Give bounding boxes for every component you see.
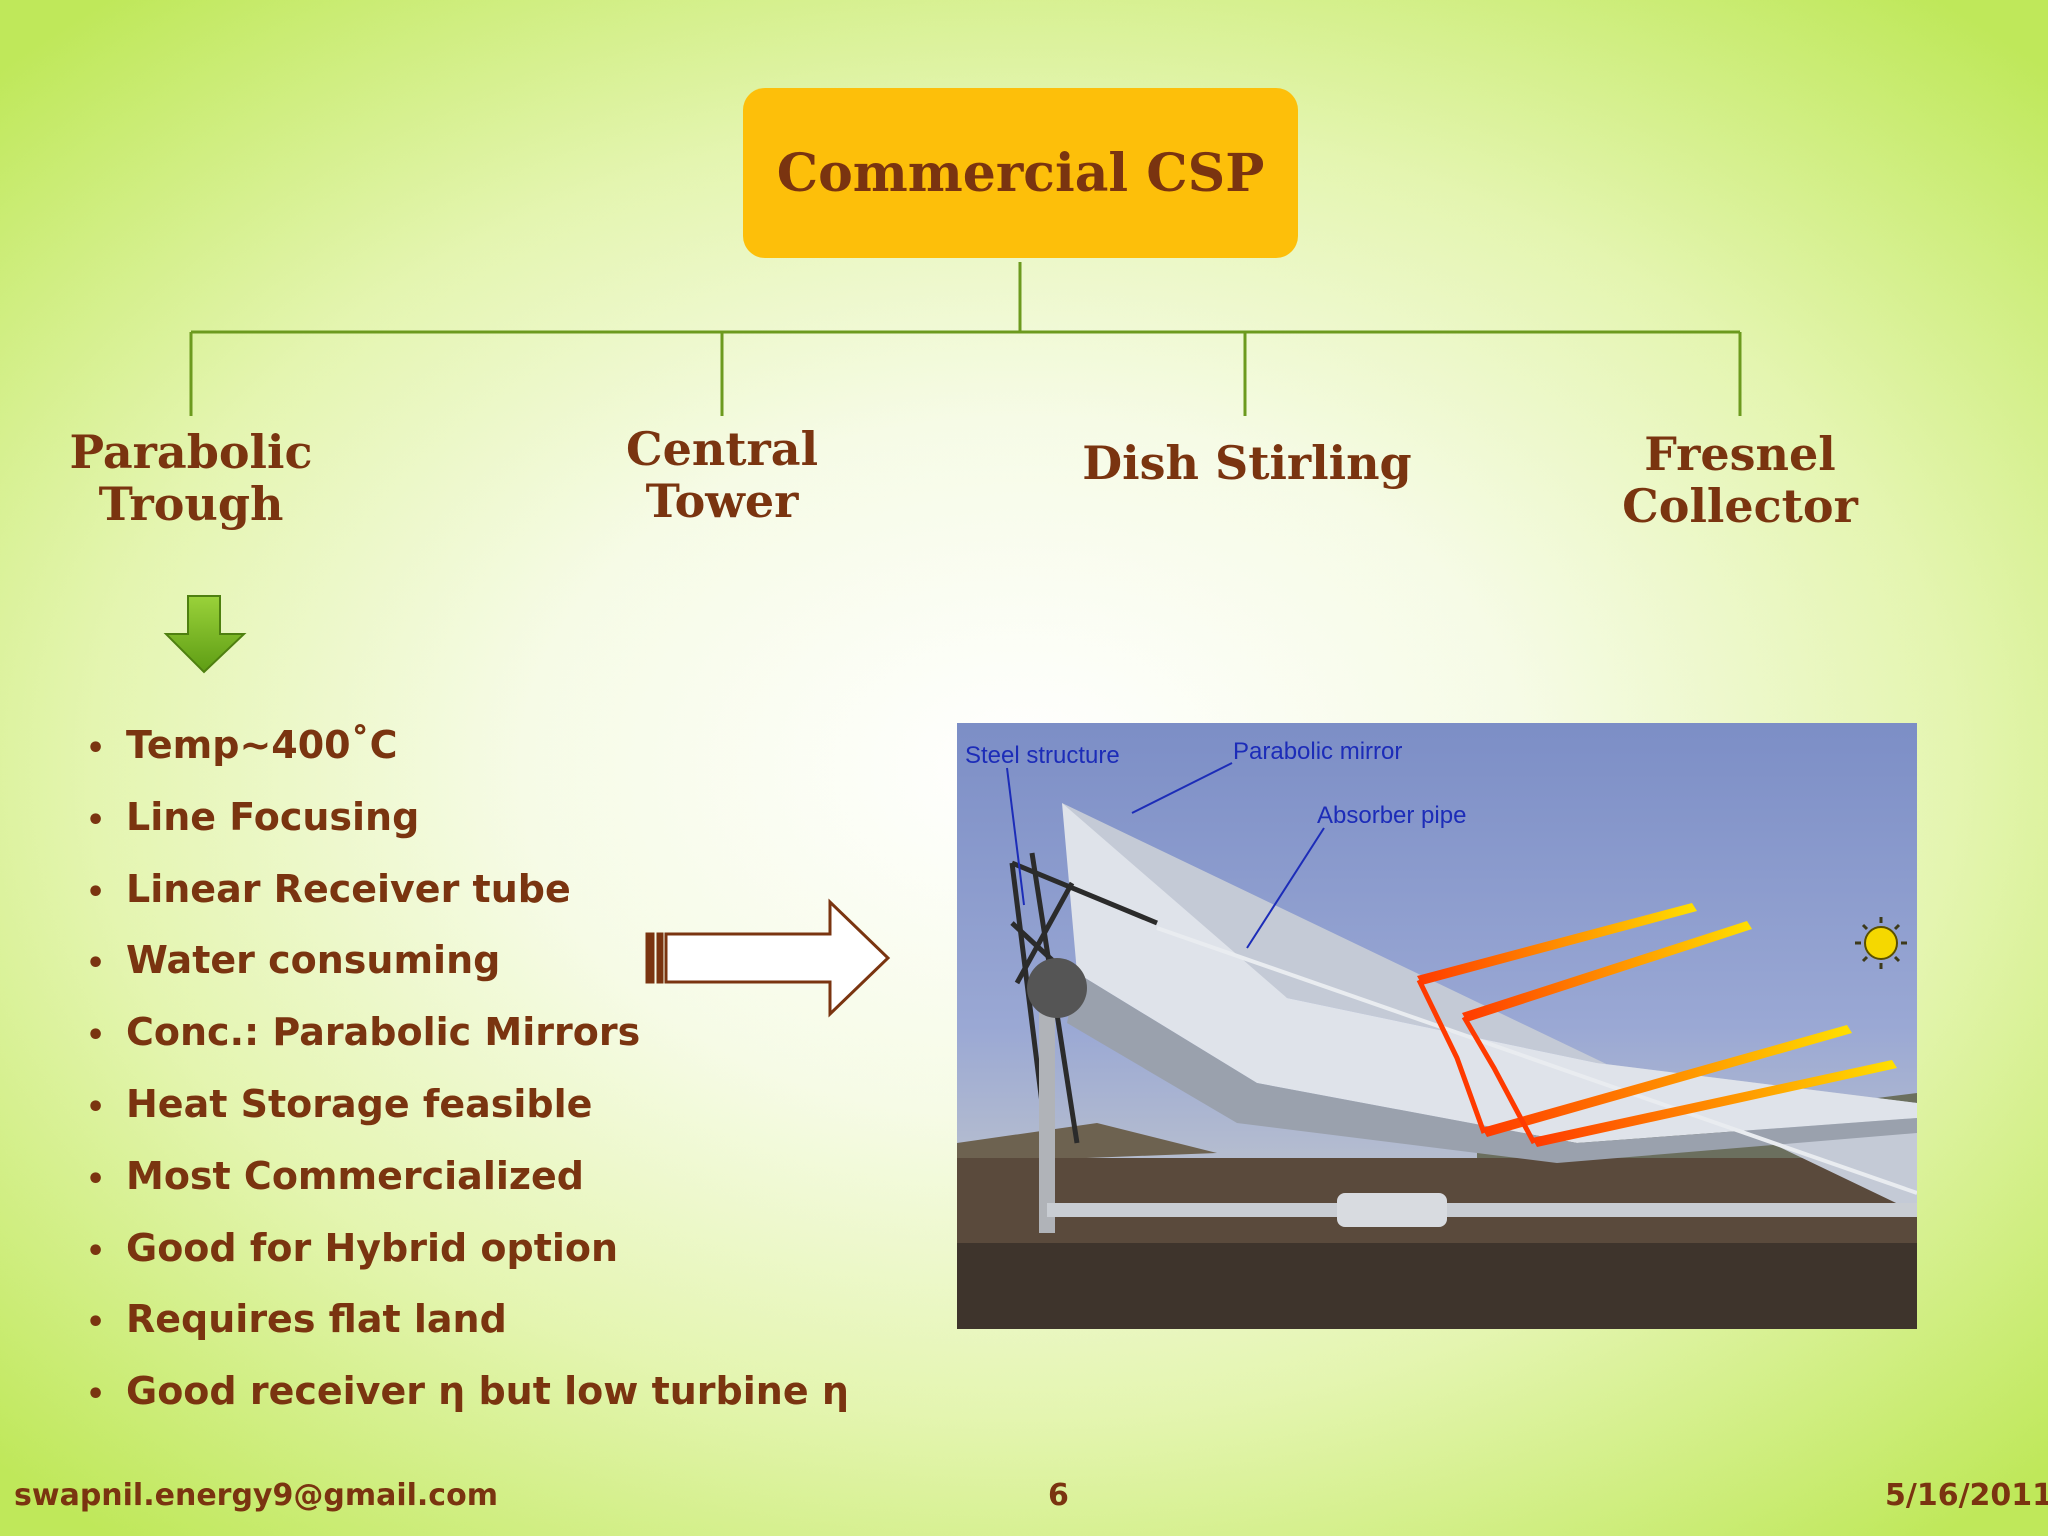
footer-email: swapnil.energy9@gmail.com [14, 1478, 498, 1513]
node-dish-stirling-line1: Dish Stirling [1082, 436, 1412, 490]
right-arrow-icon [645, 898, 891, 1018]
absorber-pipe-label: Absorber pipe [1317, 802, 1466, 829]
parabolic-trough-photo: Steel structure Parabolic mirror Absorbe… [957, 723, 1917, 1329]
bullet-item: •Heat Storage feasible [86, 1081, 593, 1126]
root-node-commercial-csp: Commercial CSP [743, 88, 1298, 258]
node-central-tower: Central Tower [626, 423, 818, 527]
bullet-text: Line Focusing [126, 794, 420, 839]
bullet-item: •Good for Hybrid option [86, 1225, 619, 1270]
bullet-text: Good for Hybrid option [126, 1225, 619, 1270]
node-central-tower-line2: Tower [645, 474, 799, 528]
node-central-tower-line1: Central [625, 422, 819, 476]
bullet-item: •Linear Receiver tube [86, 866, 571, 911]
node-dish-stirling: Dish Stirling [1082, 437, 1411, 489]
bullet-text: Water consuming [126, 938, 501, 983]
bullet-text: Conc.: Parabolic Mirrors [126, 1010, 641, 1055]
bullet-item: •Water consuming [86, 938, 501, 983]
footer-page-number: 6 [1048, 1478, 1069, 1513]
bullet-text: Good receiver η but low turbine η [126, 1369, 849, 1414]
bullet-item: •Requires flat land [86, 1297, 507, 1342]
down-arrow-icon [163, 595, 247, 674]
bullet-text: Temp~400˚C [126, 723, 398, 767]
node-parabolic-trough: Parabolic Trough [69, 426, 312, 530]
bullet-item: •Most Commercialized [86, 1153, 584, 1198]
node-parabolic-trough-line2: Trough [98, 477, 284, 531]
bullet-item: •Conc.: Parabolic Mirrors [86, 1010, 641, 1055]
bullet-text: Requires flat land [126, 1297, 507, 1342]
feature-bullet-list: •Temp~400˚C •Line Focusing •Linear Recei… [86, 715, 849, 1433]
trough-illustration: Steel structure Parabolic mirror Absorbe… [957, 738, 1917, 1329]
footer-date: 5/16/2011 [1885, 1478, 2048, 1513]
sun-icon [1855, 917, 1907, 969]
steel-structure-label: Steel structure [965, 742, 1120, 769]
bullet-item: •Temp~400˚C [86, 723, 398, 767]
bullet-text: Linear Receiver tube [126, 866, 571, 911]
bullet-text: Most Commercialized [126, 1153, 584, 1198]
node-fresnel-collector: Fresnel Collector [1622, 428, 1858, 532]
node-fresnel-collector-line1: Fresnel [1644, 427, 1836, 481]
bullet-item: •Good receiver η but low turbine η [86, 1369, 849, 1414]
bullet-text: Heat Storage feasible [126, 1081, 593, 1126]
node-fresnel-collector-line2: Collector [1622, 479, 1858, 533]
node-parabolic-trough-line1: Parabolic [69, 425, 313, 479]
parabolic-mirror-label: Parabolic mirror [1233, 738, 1402, 765]
bullet-item: •Line Focusing [86, 794, 420, 839]
